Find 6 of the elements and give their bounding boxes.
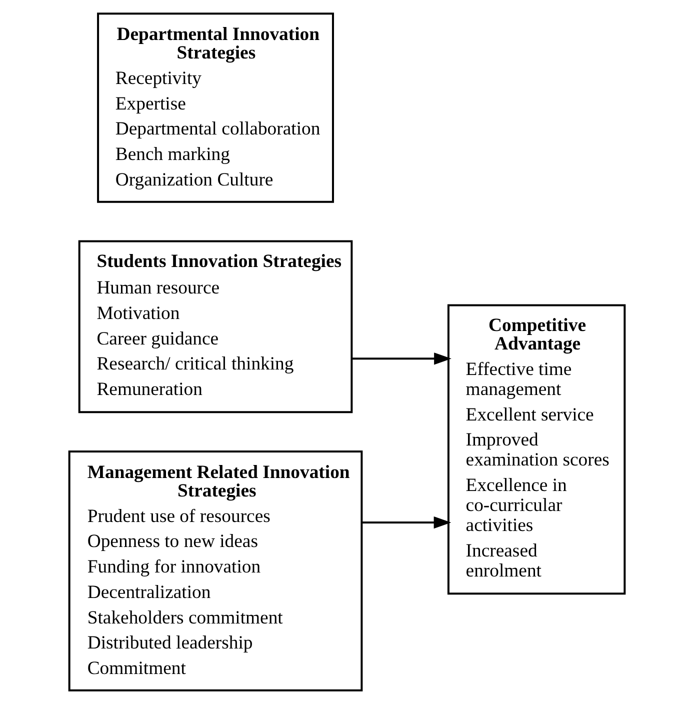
node-box: Students Innovation Strategies Human resource Motivation Career guidance Research/ critical thinking Remuneration (78, 240, 352, 414)
node-box: Departmental Innovation Strategies Receptivity Expertise Departmental collaboration Bench marking Organization Culture (96, 12, 334, 203)
arrow (352, 352, 451, 365)
node-box: Competitive Advantage Effective time management Excellent service Improved examination scores Excellence in co-curricular activities Increased enrolment (446, 304, 626, 595)
node-box: Management Related Innovation Strategies Prudent use of resources Openness to new ideas Funding for innovation Decentralization Stakeholders commitment Distributed leadership Commitment (68, 450, 362, 692)
arrow (361, 516, 451, 529)
